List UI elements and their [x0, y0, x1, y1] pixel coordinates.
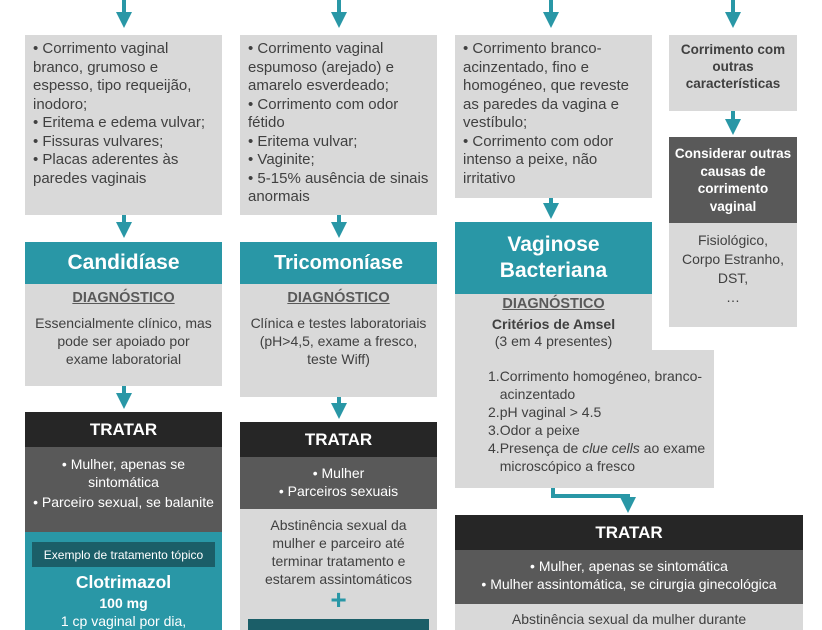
col4-causes-box: Fisiológico, Corpo Estranho, DST, …	[669, 223, 797, 327]
vaginose-title: Vaginose Bacteriana	[455, 222, 652, 294]
col2-abstinence-text: Abstinência sexual da mulher e parceiro …	[264, 517, 413, 587]
col1-diagnosis-box: DIAGNÓSTICO Essencialmente clínico, mas …	[25, 284, 222, 386]
col3-treat-box: • Mulher, apenas se sintomática • Mulher…	[455, 550, 803, 604]
col1-treat-item: • Mulher, apenas se sintomática	[61, 456, 186, 490]
col3-diagnosis-box-bottom	[455, 350, 714, 488]
col2-treat-item: • Parceiros sexuais	[278, 483, 399, 499]
col2-symptom: Corrimento vaginal espumoso (arejado) e …	[248, 40, 429, 96]
col1-symptom: Placas aderentes às paredes vaginais	[33, 151, 214, 188]
col2-symptom: Vaginite;	[248, 151, 429, 170]
candidiase-title: Candidíase	[25, 242, 222, 284]
col2-treat-item: • Mulher	[312, 465, 365, 481]
col2-next-box	[248, 619, 429, 630]
col3-diagnosis-header: DIAGNÓSTICO Critérios de Amsel (3 em 4 p…	[455, 296, 652, 350]
col1-drug-dose: 100 mg	[99, 595, 148, 611]
col4-consider-box: Considerar outras causas de corrimento v…	[669, 137, 797, 223]
col1-drug-name: Clotrimazol	[75, 572, 172, 592]
col1-drug-posology: 1 cp vaginal por dia,	[60, 613, 187, 629]
col1-symptom: Eritema e edema vulvar;	[33, 114, 214, 133]
col2-tratar-header: TRATAR	[240, 422, 437, 457]
criteria-subtitle: (3 em 4 presentes)	[494, 333, 613, 349]
col1-diagnosis-text: Essencialmente clínico, mas pode ser apo…	[35, 315, 212, 367]
col3-treat-item: • Mulher assintomática, se cirurgia gine…	[481, 576, 777, 592]
criteria-title: Critérios de Amsel	[491, 316, 616, 332]
col4-header-box: Corrimento com outras características	[669, 35, 797, 111]
col2-symptoms-box: Corrimento vaginal espumoso (arejado) e …	[240, 35, 437, 215]
col3-symptom: Corrimento com odor intenso a peixe, não…	[463, 133, 644, 189]
col1-tratar-header: TRATAR	[25, 412, 222, 447]
cause-item: Fisiológico,	[697, 232, 769, 248]
col1-diagnosis-label: DIAGNÓSTICO	[72, 290, 175, 306]
col2-symptom: Corrimento com odor fétido	[248, 96, 429, 133]
col3-abstinence-box: Abstinência sexual da mulher durante	[455, 604, 803, 630]
col2-abstinence-box: Abstinência sexual da mulher e parceiro …	[240, 509, 437, 630]
col1-treat-box: • Mulher, apenas se sintomática • Parcei…	[25, 447, 222, 532]
arrow-col3-low	[551, 488, 636, 513]
col1-treat-item: • Parceiro sexual, se balanite	[33, 494, 214, 510]
col2-diagnosis-label: DIAGNÓSTICO	[287, 290, 390, 306]
col3-diagnosis-box-top	[455, 294, 652, 350]
col3-symptom: Corrimento branco-acinzentado, fino e ho…	[463, 40, 644, 133]
criteria-item: 2.pH vaginal > 4.5	[488, 404, 602, 420]
col1-symptoms-box: Corrimento vaginal branco, grumoso e esp…	[25, 35, 222, 215]
cause-item: DST,	[717, 270, 749, 286]
col3-abstinence-text: Abstinência sexual da mulher durante	[511, 611, 747, 627]
col2-treat-box: • Mulher • Parceiros sexuais	[240, 457, 437, 509]
col2-symptom: 5-15% ausência de sinais anormais	[248, 170, 429, 207]
col1-symptom: Fissuras vulvares;	[33, 133, 214, 152]
col2-symptom: Eritema vulvar;	[248, 133, 429, 152]
cause-item: …	[726, 289, 740, 305]
cause-item: Corpo Estranho,	[682, 251, 784, 267]
col2-diagnosis-text: Clínica e testes laboratoriais (pH>4,5, …	[250, 315, 427, 367]
col3-tratar-header: TRATAR	[455, 515, 803, 550]
criteria-item: 4.Presença de clue cells ao exame micros…	[488, 440, 706, 474]
criteria-item: 1.Corrimento homogéneo, branco-acinzenta…	[488, 368, 703, 402]
criteria-item: 3.Odor a peixe	[488, 422, 580, 438]
col1-symptom: Corrimento vaginal branco, grumoso e esp…	[33, 40, 214, 114]
col3-symptoms-box: Corrimento branco-acinzentado, fino e ho…	[455, 35, 652, 198]
col3-diagnosis-label: DIAGNÓSTICO	[502, 296, 605, 312]
plus-icon: +	[330, 584, 347, 615]
col3-treat-item: • Mulher, apenas se sintomática	[530, 558, 728, 574]
tricomoniase-title: Tricomoníase	[240, 242, 437, 284]
col1-example-box: Exemplo de tratamento tópico Clotrimazol…	[25, 532, 222, 630]
col2-diagnosis-box: DIAGNÓSTICO Clínica e testes laboratoria…	[240, 284, 437, 397]
criteria-list: 1.Corrimento homogéneo, branco-acinzenta…	[488, 367, 710, 475]
col1-example-label: Exemplo de tratamento tópico	[32, 542, 215, 567]
